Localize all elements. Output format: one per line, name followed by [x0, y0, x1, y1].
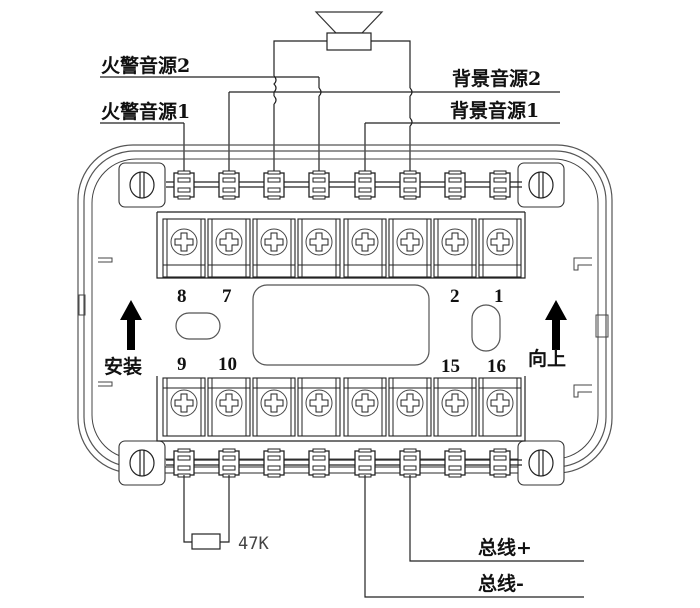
mount-hole-left — [175, 312, 221, 340]
terminal-number-1: 1 — [494, 286, 504, 307]
top-terminal — [388, 218, 432, 278]
bottom-terminal — [433, 377, 477, 437]
top-terminal-block — [156, 211, 526, 279]
bus-wires — [364, 475, 584, 598]
terminal-number-15: 15 — [441, 356, 460, 377]
top-terminal — [343, 218, 387, 278]
terminal-number-2: 2 — [450, 286, 460, 307]
terminal-number-9: 9 — [177, 354, 187, 375]
mount-hole-right — [471, 304, 501, 352]
install-arrow-icon — [120, 300, 142, 350]
bottom-terminal — [388, 377, 432, 437]
label-bg-source-1: 背景音源1 — [450, 99, 539, 122]
bottom-connector — [399, 448, 421, 478]
top-connector — [173, 170, 195, 200]
bottom-terminal — [207, 377, 251, 437]
top-connector — [308, 170, 330, 200]
bottom-connector — [218, 448, 240, 478]
screw-icon — [118, 162, 166, 208]
label-bg-source-2: 背景音源2 — [452, 67, 541, 90]
screw-icon — [118, 440, 166, 486]
center-window — [252, 284, 430, 366]
top-connector — [444, 170, 466, 200]
label-up: 向上 — [528, 347, 566, 370]
screw-icon — [517, 440, 565, 486]
speaker-icon — [314, 11, 384, 51]
bottom-terminal — [343, 377, 387, 437]
label-bus-minus: 总线- — [478, 572, 524, 595]
top-terminal — [297, 218, 341, 278]
bottom-connector — [354, 448, 376, 478]
label-install: 安装 — [104, 355, 142, 378]
bottom-terminal — [162, 377, 206, 437]
label-fire-source-1: 火警音源1 — [101, 100, 190, 123]
bottom-connector — [444, 448, 466, 478]
housing — [77, 144, 613, 474]
bottom-terminal — [478, 377, 522, 437]
bottom-connector — [489, 448, 511, 478]
top-terminal — [207, 218, 251, 278]
top-terminal — [252, 218, 296, 278]
terminal-number-16: 16 — [487, 356, 506, 377]
top-connector — [263, 170, 285, 200]
terminal-number-8: 8 — [177, 286, 187, 307]
top-connector — [489, 170, 511, 200]
up-arrow-icon — [545, 300, 567, 350]
top-connector — [218, 170, 240, 200]
bottom-connector — [308, 448, 330, 478]
resistor-47k — [183, 475, 230, 550]
bottom-terminal-block — [156, 376, 526, 442]
top-connector — [399, 170, 421, 200]
bottom-connector — [173, 448, 195, 478]
label-bus-plus: 总线+ — [478, 536, 532, 559]
label-resistor: 47K — [238, 534, 269, 554]
screw-icon — [517, 162, 565, 208]
top-terminal — [478, 218, 522, 278]
bottom-terminal — [297, 377, 341, 437]
label-fire-source-2: 火警音源2 — [101, 54, 190, 77]
top-terminal — [162, 218, 206, 278]
top-terminal — [433, 218, 477, 278]
terminal-number-7: 7 — [222, 286, 232, 307]
terminal-number-10: 10 — [218, 354, 237, 375]
bottom-connector — [263, 448, 285, 478]
bottom-terminal — [252, 377, 296, 437]
top-connector — [354, 170, 376, 200]
